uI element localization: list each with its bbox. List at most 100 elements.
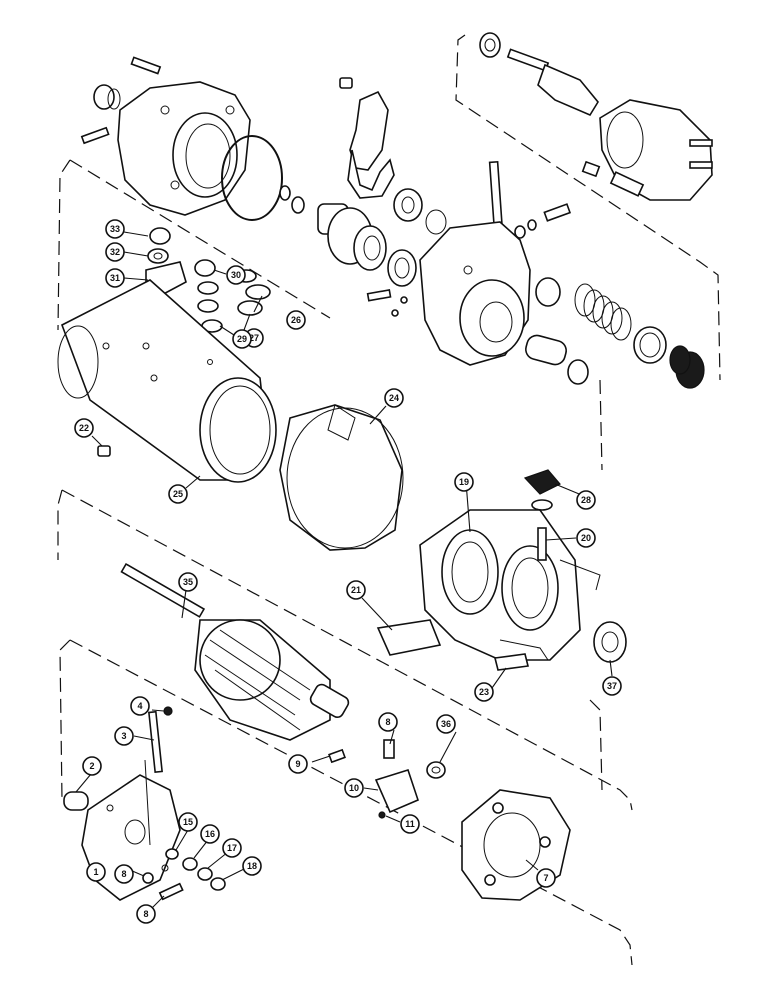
callout-15: 15 xyxy=(178,812,198,832)
end-plate-1 xyxy=(81,759,181,901)
callout-30-label: 30 xyxy=(231,270,241,280)
cover-band xyxy=(279,404,404,551)
callout-26-label: 26 xyxy=(291,315,301,325)
screw-9 xyxy=(328,748,346,764)
washer-32 xyxy=(147,248,169,264)
nut-11 xyxy=(378,811,386,819)
callout-30: 30 xyxy=(226,265,246,285)
callout-2-label: 2 xyxy=(89,761,94,771)
callout-19-label: 19 xyxy=(459,477,469,487)
callouts: 33 32 31 30 26 27 29 22 25 24 19 28 20 2… xyxy=(74,219,622,924)
callout-1: 1 xyxy=(86,862,106,882)
nut-33 xyxy=(149,227,171,245)
callout-28: 28 xyxy=(576,490,596,510)
group-outlines xyxy=(57,34,721,966)
drive-pinion xyxy=(317,203,387,271)
callout-11-label: 11 xyxy=(405,819,415,829)
terminal-stud-20 xyxy=(537,527,547,561)
callout-28-label: 28 xyxy=(581,495,591,505)
end-ring xyxy=(567,359,589,385)
callout-9-label: 9 xyxy=(295,759,300,769)
screw-22 xyxy=(97,445,111,457)
callout-16-label: 16 xyxy=(205,829,215,839)
drive-housing-group xyxy=(80,56,705,389)
drive-small-rings xyxy=(279,185,305,214)
callout-21: 21 xyxy=(346,580,366,600)
field-frame xyxy=(57,279,277,483)
nut-4 xyxy=(163,706,173,716)
callout-22: 22 xyxy=(74,418,94,438)
callout-9: 9 xyxy=(288,754,308,774)
housing-bushing xyxy=(93,84,121,110)
spring-washer xyxy=(535,277,561,307)
drive-end-housing xyxy=(117,81,251,216)
callout-23-label: 23 xyxy=(479,687,489,697)
callout-37-label: 37 xyxy=(607,681,617,691)
hardware-15-18 xyxy=(165,848,226,891)
bearing-upper xyxy=(393,188,423,222)
seal-washer xyxy=(633,326,667,364)
callout-23: 23 xyxy=(474,682,494,702)
callout-17-label: 17 xyxy=(227,843,237,853)
callout-19: 19 xyxy=(454,472,474,492)
callout-31-label: 31 xyxy=(110,273,120,283)
bolt-8-lower xyxy=(142,872,184,901)
rod-3 xyxy=(148,710,163,774)
callout-37: 37 xyxy=(602,676,622,696)
solenoid-washer xyxy=(479,32,501,58)
callout-16: 16 xyxy=(200,824,220,844)
washer-26 xyxy=(245,284,271,300)
solenoid-body xyxy=(581,99,713,201)
callout-11: 11 xyxy=(400,814,420,834)
pole-shoe-21 xyxy=(376,619,442,656)
callout-20: 20 xyxy=(576,528,596,548)
callout-4-label: 4 xyxy=(137,701,142,711)
drive-collar xyxy=(387,249,417,287)
insulation-23 xyxy=(494,653,529,671)
pin-rod xyxy=(488,160,504,232)
callout-4: 4 xyxy=(130,696,150,716)
callout-26: 26 xyxy=(286,310,306,330)
housing-washers xyxy=(514,203,572,239)
callout-36: 36 xyxy=(436,714,456,734)
callout-33-label: 33 xyxy=(110,224,120,234)
housing-bolt xyxy=(130,56,162,75)
callout-15-label: 15 xyxy=(183,817,193,827)
solenoid-case-housing xyxy=(419,221,531,366)
callout-3: 3 xyxy=(114,726,134,746)
callout-29-final: 29 xyxy=(232,329,252,349)
callout-8-mid: 8 xyxy=(114,864,134,884)
callout-8-upper-label: 8 xyxy=(385,717,390,727)
callout-35-label: 35 xyxy=(183,577,193,587)
callout-36-label: 36 xyxy=(441,719,451,729)
callout-7: 7 xyxy=(536,868,556,888)
callout-18: 18 xyxy=(242,856,262,876)
callout-18-label: 18 xyxy=(247,861,257,871)
sleeve-bushing xyxy=(525,334,567,366)
callout-10: 10 xyxy=(344,778,364,798)
callout-20-label: 20 xyxy=(581,533,591,543)
seal-ring xyxy=(425,209,447,235)
callout-8-lower-label: 8 xyxy=(143,909,148,919)
plunger xyxy=(506,48,599,117)
o-ring xyxy=(221,135,283,221)
brush-holder-10 xyxy=(374,739,419,814)
callout-22-label: 22 xyxy=(79,423,89,433)
armature xyxy=(120,562,350,741)
callout-25-label: 25 xyxy=(173,489,183,499)
solenoid-group xyxy=(479,32,713,201)
callout-1-label: 1 xyxy=(93,867,98,877)
callout-32: 32 xyxy=(105,242,125,262)
callout-29-final-label: 29 xyxy=(237,334,247,344)
callout-10-label: 10 xyxy=(349,783,359,793)
callout-31: 31 xyxy=(105,268,125,288)
field-coils xyxy=(419,509,601,661)
washer-36 xyxy=(426,761,446,779)
callout-24-label: 24 xyxy=(389,393,399,403)
callout-2: 2 xyxy=(82,756,102,776)
bushing-37 xyxy=(593,621,627,663)
callout-7-label: 7 xyxy=(543,873,548,883)
callout-8-mid-label: 8 xyxy=(121,869,126,879)
shift-lever xyxy=(339,77,395,199)
